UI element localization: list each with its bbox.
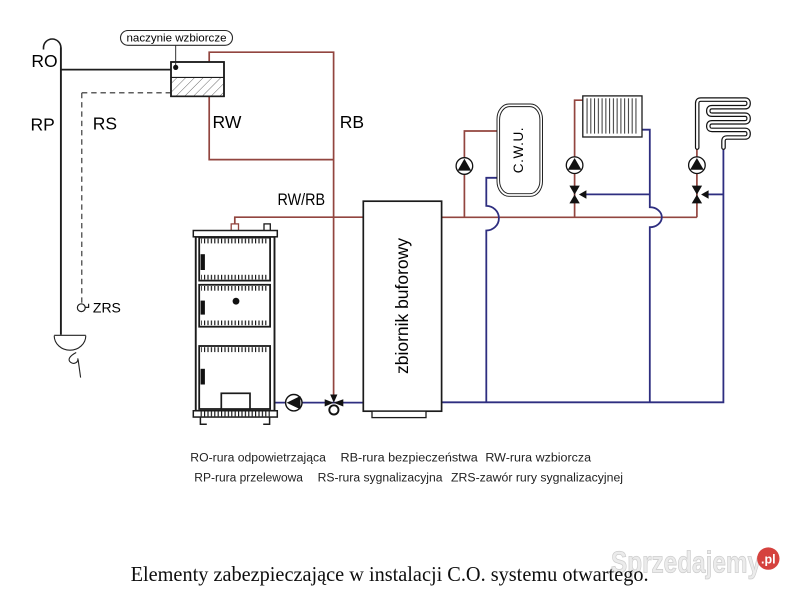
svg-text:zbiornik buforowy: zbiornik buforowy bbox=[392, 238, 412, 374]
svg-text:.pl: .pl bbox=[761, 552, 776, 566]
svg-text:RB: RB bbox=[340, 112, 364, 132]
svg-text:Elementy zabezpieczające w in: Elementy zabezpieczające w instalacji C.… bbox=[131, 562, 649, 586]
svg-text:RO: RO bbox=[31, 51, 57, 71]
svg-text:RW/RB: RW/RB bbox=[278, 190, 326, 209]
svg-text:RW: RW bbox=[213, 112, 242, 132]
svg-text:RB-rura bezpieczeństwa: RB-rura bezpieczeństwa bbox=[341, 452, 479, 464]
svg-text:naczynie wzbiorcze: naczynie wzbiorcze bbox=[127, 33, 227, 45]
svg-text:RP: RP bbox=[31, 114, 55, 134]
svg-text:Sprzedajemy: Sprzedajemy bbox=[611, 545, 762, 580]
svg-text:ZRS-zawór rury sygnalizacyjnej: ZRS-zawór rury sygnalizacyjnej bbox=[451, 472, 623, 484]
svg-text:ZRS: ZRS bbox=[93, 299, 121, 315]
svg-text:RW-rura wzbiorcza: RW-rura wzbiorcza bbox=[485, 452, 591, 464]
svg-text:RO-rura odpowietrzająca: RO-rura odpowietrzająca bbox=[190, 452, 326, 464]
svg-text:RS-rura sygnalizacyjna: RS-rura sygnalizacyjna bbox=[318, 472, 444, 484]
svg-text:C.W.U.: C.W.U. bbox=[511, 127, 526, 173]
svg-text:RS: RS bbox=[93, 114, 117, 134]
svg-text:RP-rura przelewowa: RP-rura przelewowa bbox=[194, 472, 303, 484]
